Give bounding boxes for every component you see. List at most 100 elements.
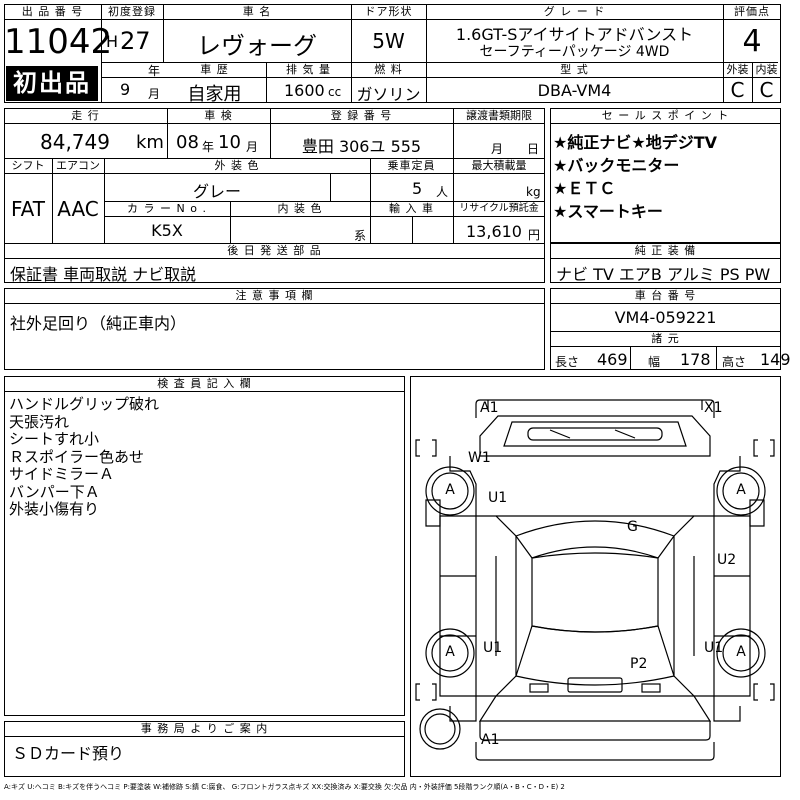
year-unit: 年 — [148, 64, 161, 78]
height-value: 149 — [760, 350, 791, 369]
interior-color-label: 内 装 色 — [277, 202, 323, 215]
history-value: 自家用 — [187, 84, 242, 105]
office-frame — [4, 721, 405, 777]
exterior-color-label: 外 装 色 — [214, 159, 260, 172]
mark-u1-rear-left: U1 — [483, 640, 503, 656]
sales-points-frame — [550, 108, 781, 243]
transfer-deadline-label: 譲渡書類期限 — [466, 109, 532, 122]
mileage-unit: km — [136, 132, 164, 153]
chassis-number-label: 車 台 番 号 — [634, 289, 697, 302]
displacement-label: 排 気 量 — [286, 63, 331, 76]
tire-mark-front-left: A — [445, 482, 455, 498]
import-label: 輸 入 車 — [389, 202, 434, 215]
capacity-value: 5 — [412, 179, 423, 198]
exterior-color: グレー — [192, 182, 241, 201]
damage-code-legend: A:キズ U:ヘコミ B:キズを伴うヘコミ P:要塗装 W:補修跡 S:錆 C:… — [4, 783, 565, 791]
inspection-year: 08 — [176, 132, 199, 153]
mark-p2: P2 — [630, 656, 648, 672]
width-label: 幅 — [648, 355, 661, 369]
lot-number: 11042 — [4, 22, 113, 62]
inspector-note: 外装小傷有り — [9, 500, 100, 518]
genuine-equipment-label: 純 正 装 備 — [634, 244, 697, 257]
sales-point: ★バックモニター — [553, 156, 680, 175]
registration-number: 豊田 306ユ 555 — [301, 137, 422, 156]
transfer-day-unit: 日 — [527, 142, 540, 156]
height-label: 高さ — [722, 355, 747, 369]
inspector-note: ハンドルグリップ破れ — [9, 395, 160, 413]
max-load-unit: kg — [526, 185, 541, 199]
first-listing-text: 初出品 — [13, 69, 91, 97]
recycle-unit: 円 — [528, 228, 541, 242]
shift-label: シフト — [11, 159, 45, 172]
later-parts-label: 後 日 発 送 部 品 — [227, 244, 322, 257]
genuine-equipment: ナビ TV エアB アルミ PS PW — [556, 265, 771, 284]
sales-point: ★純正ナビ★地デジTV — [553, 133, 717, 152]
dimensions-label: 諸 元 — [651, 332, 680, 345]
inspector-note: サイドミラーＡ — [9, 465, 115, 483]
model-label: 型 式 — [560, 63, 589, 76]
sales-point: ★スマートキー — [553, 202, 663, 221]
car-name: レヴォーグ — [197, 32, 317, 60]
month-unit: 月 — [148, 87, 161, 101]
mark-x1-front: X1 — [704, 400, 723, 416]
transfer-month-unit: 月 — [491, 142, 504, 156]
inspector-frame — [4, 376, 405, 716]
grade-line-1: 1.6GT-Sアイサイトアドバンスト — [455, 25, 694, 44]
registration-year: 27 — [120, 27, 151, 55]
mark-u2: U2 — [717, 552, 737, 568]
grade-line-2: セーフティーパッケージ 4WD — [479, 44, 670, 60]
lot-number-label: 出 品 番 号 — [21, 5, 84, 18]
door-label: ドア形状 — [364, 5, 413, 18]
exterior-grade: C — [730, 78, 745, 102]
inspection-label: 車 検 — [204, 109, 233, 122]
car-name-label: 車 名 — [242, 5, 272, 18]
exterior-label: 外装 — [726, 63, 749, 76]
interior-grade: C — [759, 78, 774, 102]
inspection-month: 10 — [218, 132, 241, 153]
max-load-label: 最大積載量 — [471, 159, 527, 172]
model-value: DBA-VM4 — [537, 81, 612, 100]
score-value: 4 — [742, 24, 762, 59]
door-value: 5W — [372, 29, 405, 53]
tire-mark-rear-left: A — [445, 644, 455, 660]
length-value: 469 — [597, 350, 628, 369]
inspector-notes: ハンドルグリップ破れ 天張汚れ シートすれ小 Ｒスポイラー色あせ サイドミラーＡ… — [9, 395, 160, 519]
mark-w1: W1 — [468, 450, 491, 466]
grade-label: グ レ ー ド — [543, 5, 606, 18]
registration-number-label: 登 録 番 号 — [330, 109, 393, 122]
tire-mark-front-right: A — [736, 482, 746, 498]
inspector-note: シートすれ小 — [9, 430, 100, 448]
sales-point: ★ＥＴＣ — [553, 179, 616, 198]
interior-label: 内装 — [755, 63, 778, 76]
genuine-equipment-frame — [550, 243, 781, 283]
later-parts-value: 保証書 車両取説 ナビ取説 — [10, 265, 197, 284]
chassis-frame — [550, 288, 781, 370]
aircon-value: AAC — [57, 197, 99, 221]
fuel-label: 燃 料 — [374, 63, 403, 76]
mark-u1-front: U1 — [488, 490, 508, 506]
displacement-value: 1600 — [284, 81, 325, 100]
displacement-unit: cc — [328, 85, 342, 99]
era-prefix: H — [106, 32, 119, 51]
car-body-diagram — [415, 399, 775, 761]
mark-g: G — [627, 519, 638, 535]
registration-month: 9 — [120, 80, 131, 99]
inspector-note: バンパー下Ａ — [9, 482, 100, 501]
inspector-note: 天張汚れ — [9, 412, 70, 431]
office-label: 事 務 局 よ り ご 案 内 — [140, 722, 269, 735]
color-number-label: カ ラ ー N o . — [127, 202, 207, 215]
inspector-label: 検 査 員 記 入 欄 — [157, 377, 252, 390]
inspection-year-unit: 年 — [202, 140, 215, 154]
color-number: K5X — [151, 221, 183, 240]
history-label: 車 歴 — [200, 63, 229, 76]
notes-value: 社外足回り（純正車内） — [10, 314, 187, 333]
recycle-value: 13,610 — [466, 222, 522, 241]
recycle-label: リサイクル預託金 — [459, 203, 539, 214]
mark-a1-front: A1 — [480, 400, 499, 416]
notes-frame — [4, 288, 545, 370]
score-label: 評価点 — [734, 5, 770, 18]
length-label: 長さ — [555, 355, 580, 369]
vehicle-info-frame — [4, 108, 545, 283]
aircon-label: エアコン — [56, 159, 100, 172]
header-frame — [4, 4, 781, 103]
